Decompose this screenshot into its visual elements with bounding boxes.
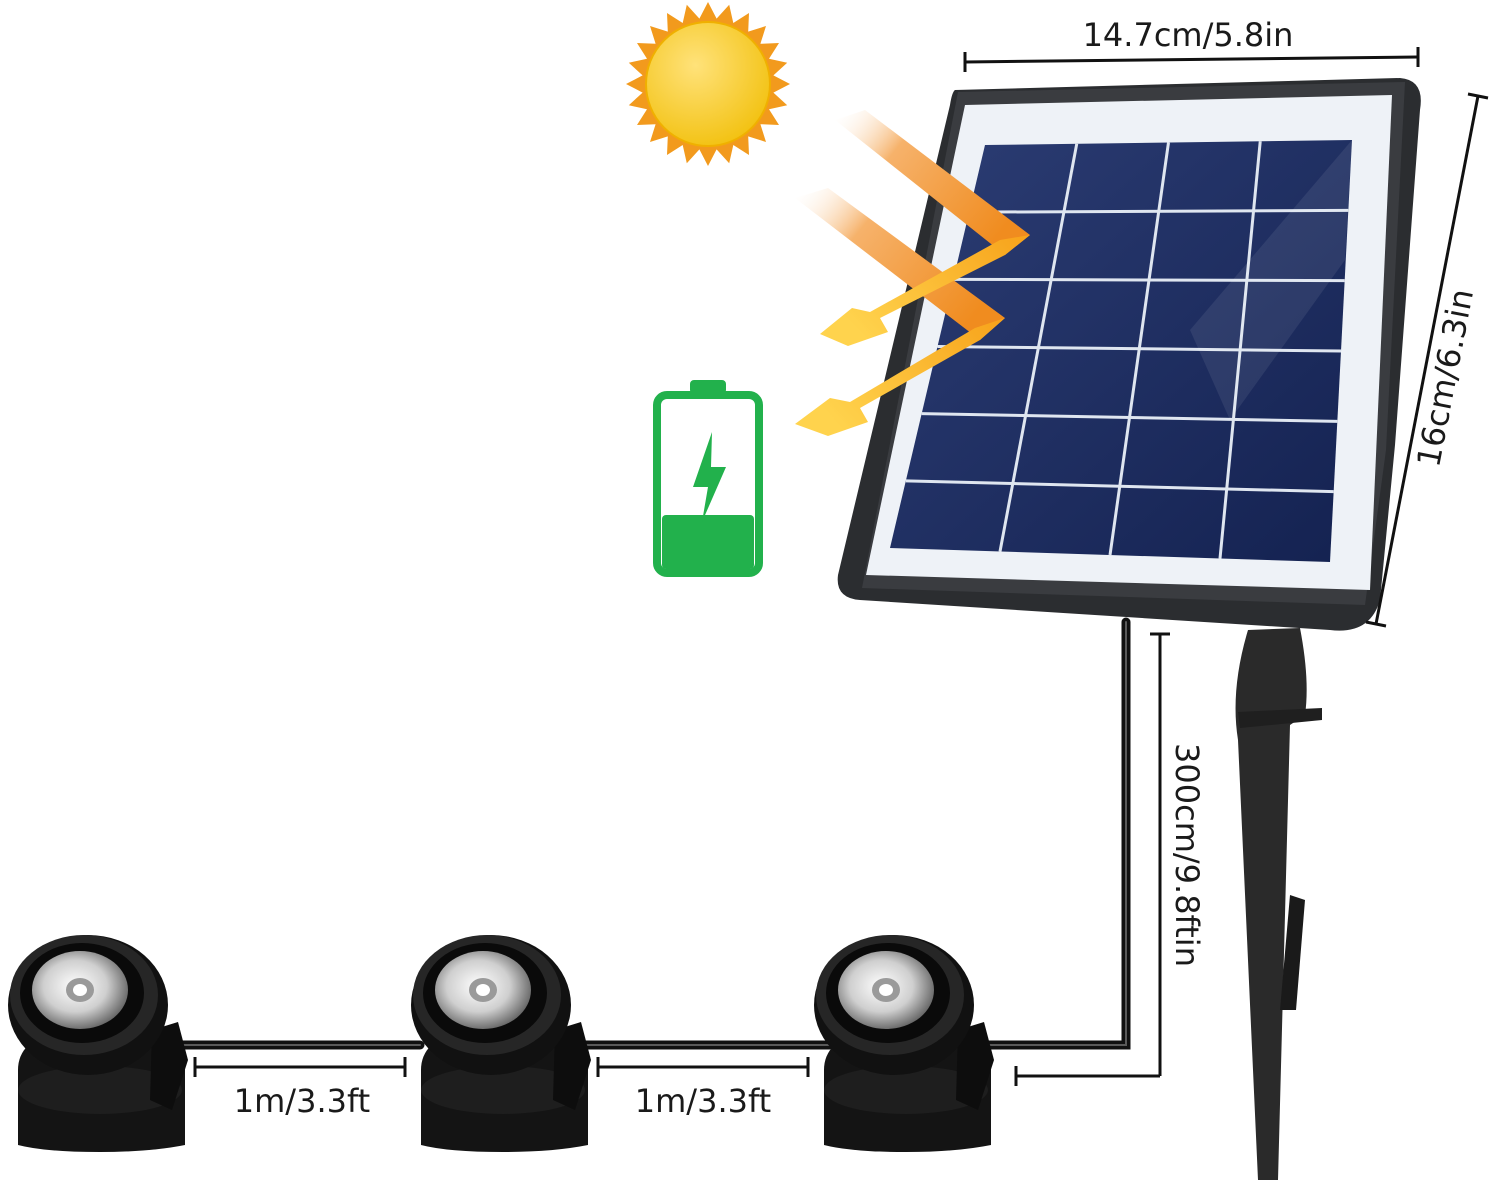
panel-row-divider [953,277,1345,283]
dimension-lines [193,47,1489,1086]
spotlight-1 [8,935,188,1152]
spacing-label-2: 1m/3.3ft [635,1082,771,1120]
panel-row-divider [921,412,1338,423]
panel-height-label: 16cm/6.3in [1409,286,1481,470]
spacing-label-1: 1m/3.3ft [234,1082,370,1120]
panel-cell-grid [905,141,1349,559]
spotlight-3 [814,935,994,1152]
battery-charging-icon [653,380,763,577]
panel-row-divider [969,208,1349,214]
cable [175,617,1131,1050]
panel-width-label: 14.7cm/5.8in [1083,16,1294,54]
sunlight-arrow-icon [795,110,1030,436]
sun-icon [626,2,790,166]
cable-length-label: 300cm/9.8ftin [1168,743,1206,967]
panel-row-divider [937,345,1342,353]
spotlight-2 [411,935,591,1152]
panel-row-divider [905,479,1334,494]
